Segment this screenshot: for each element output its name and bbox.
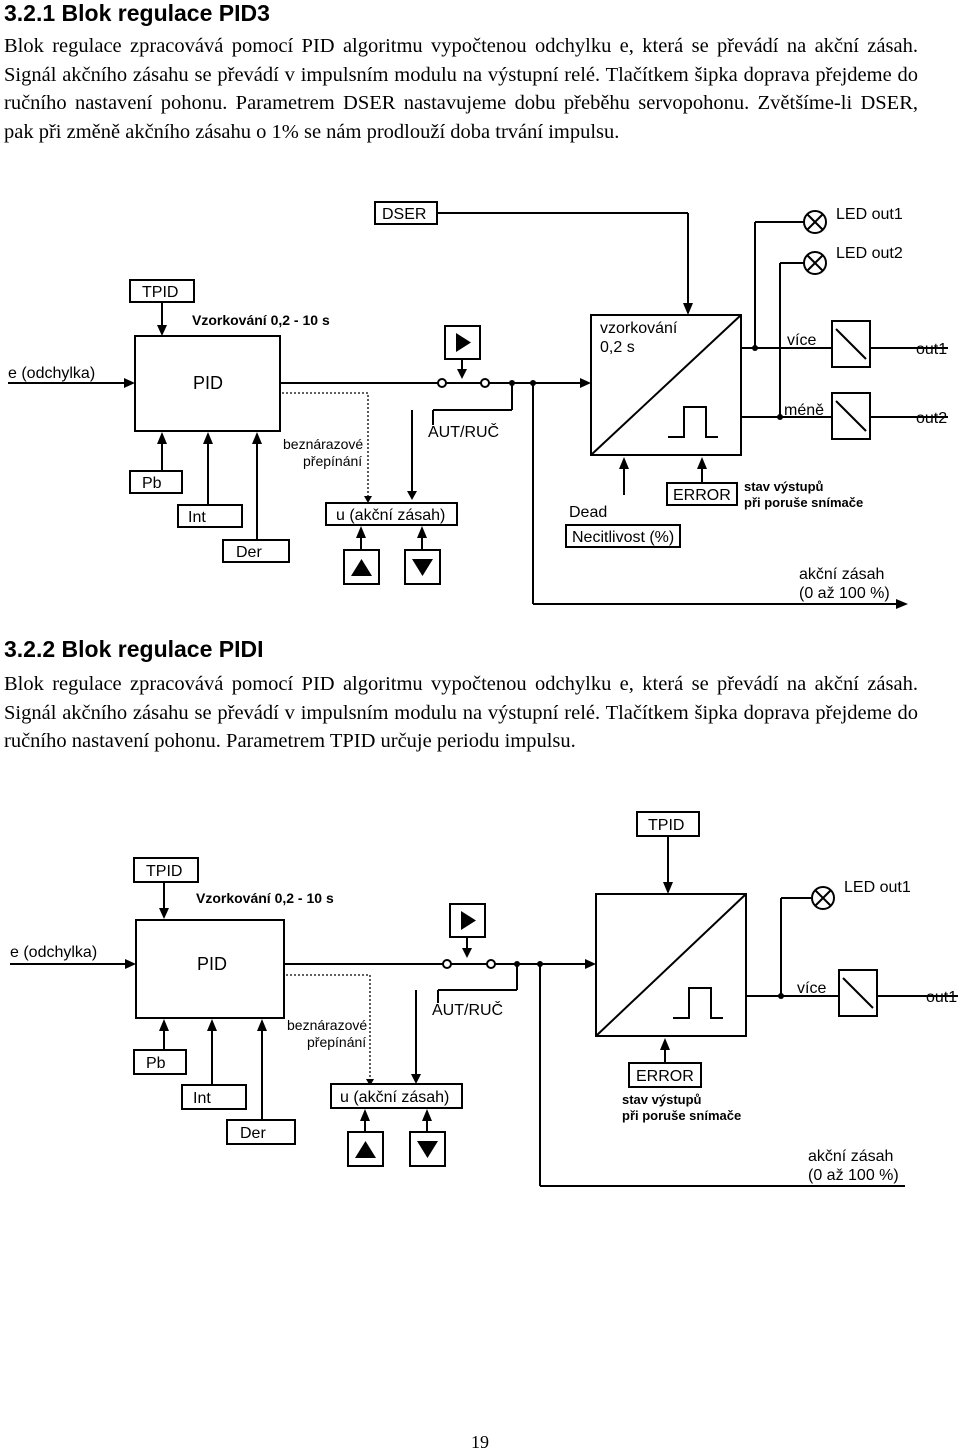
action-output-box	[330, 1083, 463, 1109]
led-out1-icon	[811, 886, 835, 910]
out1-label: out1	[926, 989, 957, 1006]
led-out1-label: LED out1	[844, 879, 911, 896]
section-paragraph-pid3: Blok regulace zpracovává pomocí PID algo…	[4, 35, 918, 143]
bumpless-label-line2: přepínání	[307, 1034, 366, 1050]
pb-box	[129, 470, 183, 494]
error-state-label-line1: stav výstupů	[744, 479, 824, 494]
dser-label: DSER	[382, 206, 426, 223]
led-out1-icon	[803, 210, 827, 234]
tpid-label: TPID	[142, 284, 178, 301]
pulse-icon	[673, 987, 723, 1019]
pb-box	[133, 1049, 187, 1075]
page-number: 19	[471, 1432, 489, 1452]
pid-label: PID	[193, 373, 223, 393]
deadband-box	[565, 524, 681, 548]
error-label: ERROR	[673, 487, 731, 504]
action-range-label-line2: (0 až 100 %)	[808, 1167, 899, 1184]
der-label: Der	[236, 544, 262, 561]
int-box	[177, 504, 243, 528]
int-label: Int	[188, 509, 206, 526]
pulse-icon	[668, 406, 718, 438]
led-out1-label: LED out1	[836, 206, 903, 223]
up-arrow-icon	[351, 559, 372, 576]
more-label: více	[787, 332, 816, 349]
led-out2-label: LED out2	[836, 245, 903, 262]
dead-label: Dead	[569, 504, 607, 521]
sampling-block-label-line2: 0,2 s	[600, 339, 635, 356]
error-label: ERROR	[636, 1068, 694, 1085]
sampling-label: Vzorkování 0,2 - 10 s	[196, 890, 334, 906]
action-range-label-line1: akční zásah	[799, 566, 884, 583]
int-box	[181, 1084, 247, 1110]
sampling-label: Vzorkování 0,2 - 10 s	[192, 312, 330, 328]
bumpless-label-line2: přepínání	[303, 453, 362, 469]
error-state-label-line2: při poruše snímače	[622, 1108, 741, 1123]
right-arrow-icon	[456, 333, 471, 352]
pidi-block-diagram: TPID LED out1 TPID Vzorkování 0,2 - 10 s…	[10, 811, 958, 1187]
action-output-label: u (akční zásah)	[336, 507, 445, 524]
pid-label: PID	[197, 954, 227, 974]
section-paragraph-pidi: Blok regulace zpracovává pomocí PID algo…	[4, 673, 918, 752]
aut-ruc-label: AUT/RUČ	[428, 422, 499, 441]
out1-label: out1	[916, 341, 947, 358]
pb-label: Pb	[146, 1055, 166, 1072]
int-label: Int	[193, 1090, 211, 1107]
action-range-label-line1: akční zásah	[808, 1148, 893, 1165]
pid-block	[135, 919, 285, 1019]
error-input-label: e (odchylka)	[10, 944, 97, 961]
action-output-label: u (akční zásah)	[340, 1089, 449, 1106]
aut-ruc-label: AUT/RUČ	[432, 1000, 503, 1019]
error-state-label-line1: stav výstupů	[622, 1092, 702, 1107]
error-state-label-line2: při poruše snímače	[744, 495, 863, 510]
tpid-box	[133, 857, 199, 883]
up-arrow-icon	[355, 1141, 376, 1158]
action-range-label-line2: (0 až 100 %)	[799, 585, 890, 602]
pb-label: Pb	[142, 475, 162, 492]
tpid-label: TPID	[146, 863, 182, 880]
more-label: více	[797, 980, 826, 997]
down-arrow-icon	[412, 559, 433, 576]
right-arrow-icon	[461, 911, 476, 930]
section-heading-pidi: 3.2.2 Blok regulace PIDI	[4, 636, 264, 662]
tpid-top-label: TPID	[648, 817, 684, 834]
down-arrow-icon	[417, 1141, 438, 1158]
section-heading-pid3: 3.2.1 Blok regulace PID3	[4, 0, 270, 26]
der-label: Der	[240, 1125, 266, 1142]
bumpless-label-line1: beznárazové	[287, 1017, 367, 1033]
out2-label: out2	[916, 410, 947, 427]
led-out2-icon	[803, 251, 827, 275]
error-input-label: e (odchylka)	[8, 365, 95, 382]
bumpless-label-line1: beznárazové	[283, 436, 363, 452]
sampling-block-label-line1: vzorkování	[600, 320, 678, 337]
less-label: méně	[784, 402, 824, 419]
action-output-box	[325, 502, 458, 526]
deadband-label: Necitlivost (%)	[572, 529, 674, 546]
pid3-block-diagram: DSER LED out1 LED out2 TPID Vzorkování 0…	[8, 201, 948, 609]
